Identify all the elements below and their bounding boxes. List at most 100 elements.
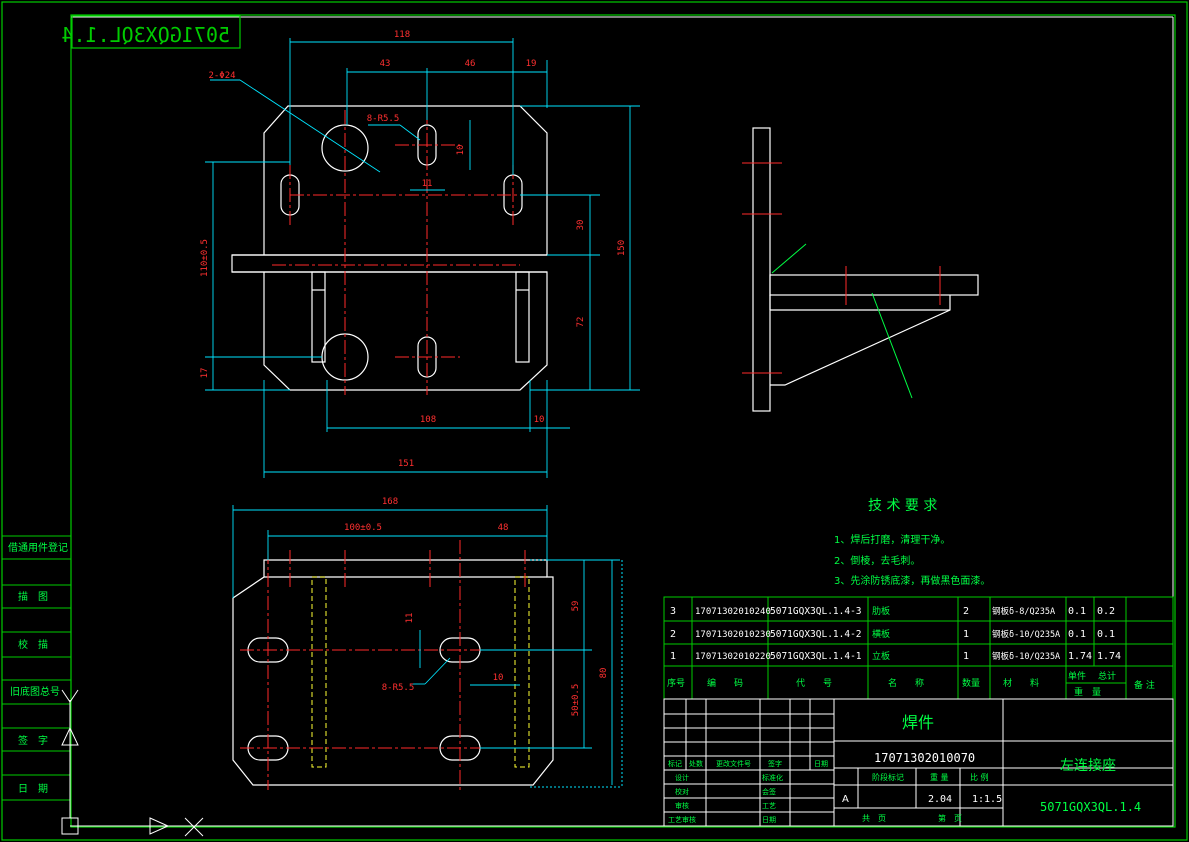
parts-list-grid [663, 596, 1174, 700]
dim-10-top: 10 [456, 145, 466, 156]
sign-check: 校对 [675, 787, 689, 796]
rev-label-count: 处数 [689, 759, 703, 768]
top-view: 118 43 46 19 2-Φ24 8-R5.5 10 11 30 150 1… [200, 30, 640, 478]
mirrored-stamp: 5071GQX3QL.1.4 [61, 15, 241, 49]
header-qty: 数量 [962, 677, 980, 689]
side-label-5: 签 字 [18, 734, 48, 747]
rev-label-date: 日期 [814, 760, 828, 768]
side-label-2: 描 图 [18, 590, 48, 603]
front-view: 168 100±0.5 48 11 10 8-R5.5 59 50±0.5 80 [232, 497, 623, 790]
parts-code: 17071302010230 [695, 630, 771, 640]
rev-label-sign: 签字 [768, 759, 782, 768]
title-category: 焊件 [902, 713, 934, 732]
header-total: 总计 [1098, 670, 1116, 682]
sign-review: 审核 [675, 801, 689, 810]
dim-150: 150 [617, 240, 627, 256]
parts-no: 2 [670, 629, 676, 640]
parts-name: 立板 [872, 650, 890, 662]
dim-59: 59 [571, 601, 581, 612]
parts-drawing: 5071GQX3QL.1.4-2 [770, 629, 862, 640]
dim-11-lower: 11 [405, 613, 415, 624]
parts-qty: 2 [963, 606, 969, 617]
dim-80: 80 [599, 668, 609, 679]
header-weight: 重 量 [1074, 686, 1101, 698]
parts-row-2: 2 17071302010230 5071GQX3QL.1.4-2 横板 1 钢… [670, 628, 1115, 640]
header-unit: 单件 [1068, 670, 1086, 682]
side-view [742, 127, 979, 412]
tech-req-item-2: 2、倒棱，去毛刺。 [834, 554, 920, 567]
front-view-dim-text: 168 100±0.5 48 11 10 8-R5.5 59 50±0.5 80 [344, 497, 609, 716]
dim-slot-r55-lower: 8-R5.5 [382, 683, 415, 693]
sign-process-review: 工艺审核 [668, 815, 696, 824]
title-material-code: 17071302010070 [874, 751, 975, 765]
side-margin-table [2, 535, 71, 801]
title-scale-label: 比 例 [970, 772, 989, 782]
parts-code: 17071302010220 [695, 652, 771, 662]
dim-50: 50±0.5 [571, 684, 581, 717]
header-remark: 备 注 [1134, 679, 1155, 691]
dim-168: 168 [382, 497, 398, 507]
header-drawing: 代 号 [796, 678, 832, 689]
header-no: 序号 [667, 677, 685, 689]
parts-material: 钢板δ-8/Q235A [992, 606, 1055, 617]
dim-46: 46 [465, 59, 476, 69]
title-part-name: 左连接座 [1060, 757, 1116, 774]
title-block-grid [663, 698, 1174, 827]
header-name: 名 称 [888, 677, 924, 689]
side-label-3: 校 描 [18, 638, 48, 651]
rev-label-file: 更改文件号 [716, 759, 751, 768]
dim-108: 108 [420, 415, 436, 425]
sign-date: 日期 [762, 816, 776, 824]
dim-17: 17 [200, 368, 210, 379]
parts-total: 1.74 [1097, 651, 1121, 662]
dim-30: 30 [576, 220, 586, 231]
parts-list-header: 序号 编 码 代 号 名 称 数量 材 料 单件 总计 重 量 备 注 [667, 670, 1155, 698]
tech-req-item-1: 1、焊后打磨，清理干净。 [834, 533, 950, 546]
parts-unit: 1.74 [1068, 651, 1092, 662]
title-weight: 2.04 [928, 794, 952, 805]
parts-name: 横板 [872, 628, 890, 640]
title-stage: A [842, 794, 849, 805]
title-sheet-total: 共 页 [862, 814, 886, 823]
tech-req-item-3: 3、先涂防锈底漆，再做黑色面漆。 [834, 574, 990, 587]
parts-drawing: 5071GQX3QL.1.4-1 [770, 651, 862, 662]
parts-material: 钢板δ-10/Q235A [992, 629, 1060, 640]
dim-19: 19 [526, 59, 537, 69]
dim-100: 100±0.5 [344, 523, 382, 533]
parts-no: 1 [670, 651, 676, 662]
dim-slot-r55-top: 8-R5.5 [367, 114, 400, 124]
dim-110: 110±0.5 [200, 239, 210, 277]
parts-material: 钢板δ-10/Q235A [992, 651, 1060, 662]
stamp-code-text: 5071GQX3QL.1.4 [61, 23, 230, 47]
top-view-dimensions [205, 38, 640, 478]
parts-no: 3 [670, 606, 676, 617]
parts-total: 0.1 [1097, 629, 1115, 640]
side-label-1: 借通用件登记 [8, 541, 68, 554]
sign-design: 设计 [675, 773, 689, 782]
title-drawing-no: 5071GQX3QL.1.4 [1040, 800, 1141, 814]
dim-72: 72 [576, 317, 586, 328]
top-view-dim-text: 118 43 46 19 2-Φ24 8-R5.5 10 11 30 150 1… [200, 30, 627, 469]
rev-label-mark: 标记 [668, 759, 682, 768]
header-code: 编 码 [707, 677, 743, 689]
top-view-centerlines [272, 110, 520, 395]
sign-process: 工艺 [762, 802, 776, 810]
parts-name: 肋板 [872, 605, 890, 617]
parts-code: 17071302010240 [695, 607, 771, 617]
parts-unit: 0.1 [1068, 606, 1086, 617]
parts-list-rows: 3 17071302010240 5071GQX3QL.1.4-3 肋板 2 钢… [667, 605, 1155, 698]
dim-48: 48 [498, 523, 509, 533]
dim-10-lower: 10 [493, 673, 504, 683]
parts-row-1: 1 17071302010220 5071GQX3QL.1.4-1 立板 1 钢… [670, 650, 1121, 662]
ucs-icon [61, 689, 204, 837]
tech-req-title: 技 术 要 求 [868, 498, 937, 514]
side-label-4: 旧底图总号 [10, 685, 60, 698]
parts-unit: 0.1 [1068, 629, 1086, 640]
side-margin-labels: 借通用件登记 描 图 校 描 旧底图总号 签 字 日 期 [8, 541, 68, 795]
title-scale: 1:1.5 [972, 794, 1002, 805]
dim-118: 118 [394, 30, 410, 40]
dim-11-top: 11 [422, 179, 433, 189]
side-label-6: 日 期 [18, 783, 48, 795]
parts-drawing: 5071GQX3QL.1.4-3 [770, 606, 862, 617]
